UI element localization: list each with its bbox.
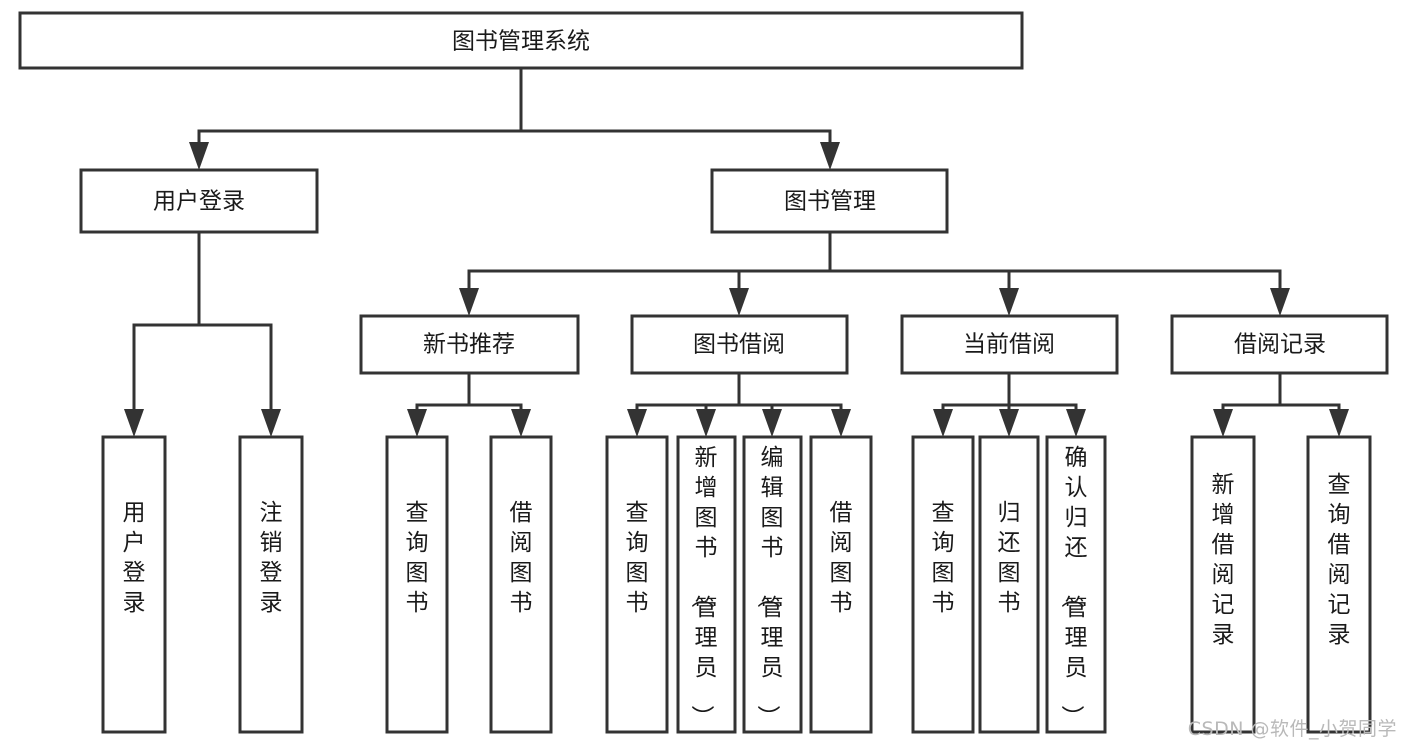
node-borrow-record-box[interactable] bbox=[1170, 314, 1389, 375]
node-leaf-borrow-book-2-label: 借阅图书 bbox=[830, 500, 853, 616]
node-borrow-record-label: 借阅记录 bbox=[1234, 332, 1326, 358]
node-leaf-query-book-3-label: 查询图书 bbox=[932, 500, 955, 616]
node-leaf-borrow-book-1[interactable]: 借阅图书 bbox=[489, 435, 553, 734]
node-root-label: 图书管理系统 bbox=[452, 29, 590, 55]
node-leaf-user-login-label: 用户登录 bbox=[123, 500, 146, 616]
node-user-login-label: 用户登录 bbox=[153, 189, 245, 215]
node-leaf-return-book[interactable]: 归还图书 bbox=[978, 435, 1040, 734]
arrow-to-leaf-user-logout bbox=[261, 409, 281, 437]
node-leaf-query-book-1-box[interactable] bbox=[385, 435, 449, 734]
arrow-to-leaf-borrow-book-1 bbox=[511, 409, 531, 437]
node-book-manage-box[interactable] bbox=[710, 168, 949, 234]
node-leaf-query-book-3-box[interactable] bbox=[911, 435, 975, 734]
connectors-layer bbox=[124, 66, 1349, 437]
node-leaf-edit-book[interactable]: 编辑图书（管理员） bbox=[742, 435, 803, 734]
node-leaf-query-book-1-label: 查询图书 bbox=[406, 500, 429, 616]
node-leaf-add-record-label: 新增借阅记录 bbox=[1212, 472, 1235, 648]
node-leaf-query-book-1[interactable]: 查询图书 bbox=[385, 435, 449, 734]
node-new-book-rec[interactable]: 新书推荐 bbox=[359, 314, 580, 375]
node-leaf-user-logout-box[interactable] bbox=[238, 435, 304, 734]
arrow-to-current-borrow bbox=[999, 288, 1019, 316]
node-leaf-confirm-return-box[interactable] bbox=[1045, 435, 1107, 734]
node-leaf-return-book-box[interactable] bbox=[978, 435, 1040, 734]
node-leaf-add-book-box[interactable] bbox=[676, 435, 737, 734]
node-leaf-query-book-2-box[interactable] bbox=[605, 435, 669, 734]
node-leaf-add-book-label: 新增图书（管理员） bbox=[689, 445, 718, 728]
node-new-book-rec-label: 新书推荐 bbox=[423, 332, 515, 358]
node-current-borrow-box[interactable] bbox=[900, 314, 1119, 375]
node-leaf-query-book-3[interactable]: 查询图书 bbox=[911, 435, 975, 734]
node-leaf-edit-book-label: 编辑图书（管理员） bbox=[755, 445, 784, 728]
node-book-borrow-label: 图书借阅 bbox=[693, 332, 785, 358]
node-user-login-box[interactable] bbox=[79, 168, 319, 234]
node-root-box[interactable] bbox=[18, 11, 1024, 70]
node-user-login[interactable]: 用户登录 bbox=[79, 168, 319, 234]
node-current-borrow[interactable]: 当前借阅 bbox=[900, 314, 1119, 375]
connector-borrow-record-to-leaves bbox=[1221, 371, 1341, 422]
node-leaf-query-record[interactable]: 查询借阅记录 bbox=[1306, 435, 1372, 734]
node-current-borrow-label: 当前借阅 bbox=[963, 332, 1055, 358]
arrow-to-leaf-add-book bbox=[696, 409, 716, 437]
arrow-to-leaf-edit-book bbox=[762, 409, 782, 437]
node-leaf-query-book-2-label: 查询图书 bbox=[626, 500, 649, 616]
connector-book-manage-to-level2 bbox=[467, 230, 1282, 294]
connector-book-borrow-to-leaves bbox=[635, 371, 843, 422]
arrow-to-new-book-rec bbox=[459, 288, 479, 316]
node-leaf-confirm-return[interactable]: 确认归还（管理员） bbox=[1045, 435, 1107, 734]
arrow-to-leaf-query-book-1 bbox=[407, 409, 427, 437]
node-leaf-query-record-label: 查询借阅记录 bbox=[1328, 472, 1351, 648]
node-leaf-user-login-box[interactable] bbox=[101, 435, 167, 734]
node-borrow-record[interactable]: 借阅记录 bbox=[1170, 314, 1389, 375]
node-leaf-borrow-book-1-box[interactable] bbox=[489, 435, 553, 734]
connector-root-to-level1 bbox=[197, 66, 832, 154]
arrow-to-leaf-return-book bbox=[999, 409, 1019, 437]
node-leaf-user-logout[interactable]: 注销登录 bbox=[238, 435, 304, 734]
node-leaf-borrow-book-1-label: 借阅图书 bbox=[510, 500, 533, 616]
node-leaf-add-book[interactable]: 新增图书（管理员） bbox=[676, 435, 737, 734]
node-leaf-borrow-book-2-box[interactable] bbox=[809, 435, 873, 734]
arrow-to-leaf-confirm-return bbox=[1066, 409, 1086, 437]
connector-user-login-to-leaves bbox=[132, 230, 273, 422]
arrow-to-leaf-add-record bbox=[1213, 409, 1233, 437]
node-leaf-edit-book-box[interactable] bbox=[742, 435, 803, 734]
node-book-borrow[interactable]: 图书借阅 bbox=[630, 314, 849, 375]
node-root[interactable]: 图书管理系统 bbox=[18, 11, 1024, 70]
arrow-to-leaf-query-book-3 bbox=[933, 409, 953, 437]
arrow-to-borrow-record bbox=[1270, 288, 1290, 316]
arrow-to-leaf-borrow-book-2 bbox=[831, 409, 851, 437]
arrow-to-user-login bbox=[189, 142, 209, 170]
connector-new-book-rec-to-leaves bbox=[415, 371, 523, 422]
arrow-to-book-manage bbox=[820, 142, 840, 170]
node-leaf-add-record-box[interactable] bbox=[1190, 435, 1256, 734]
node-leaf-user-logout-label: 注销登录 bbox=[260, 500, 283, 616]
arrow-to-leaf-query-record bbox=[1329, 409, 1349, 437]
node-leaf-borrow-book-2[interactable]: 借阅图书 bbox=[809, 435, 873, 734]
node-book-manage-label: 图书管理 bbox=[784, 189, 876, 215]
arrow-to-leaf-user-login bbox=[124, 409, 144, 437]
node-book-manage[interactable]: 图书管理 bbox=[710, 168, 949, 234]
node-leaf-query-book-2[interactable]: 查询图书 bbox=[605, 435, 669, 734]
node-leaf-user-login[interactable]: 用户登录 bbox=[101, 435, 167, 734]
node-leaf-add-record[interactable]: 新增借阅记录 bbox=[1190, 435, 1256, 734]
node-new-book-rec-box[interactable] bbox=[359, 314, 580, 375]
node-leaf-query-record-box[interactable] bbox=[1306, 435, 1372, 734]
arrow-to-leaf-query-book-2 bbox=[627, 409, 647, 437]
node-leaf-return-book-label: 归还图书 bbox=[998, 500, 1021, 616]
arrow-to-book-borrow bbox=[729, 288, 749, 316]
node-book-borrow-box[interactable] bbox=[630, 314, 849, 375]
node-leaf-confirm-return-label: 确认归还（管理员） bbox=[1059, 445, 1088, 728]
